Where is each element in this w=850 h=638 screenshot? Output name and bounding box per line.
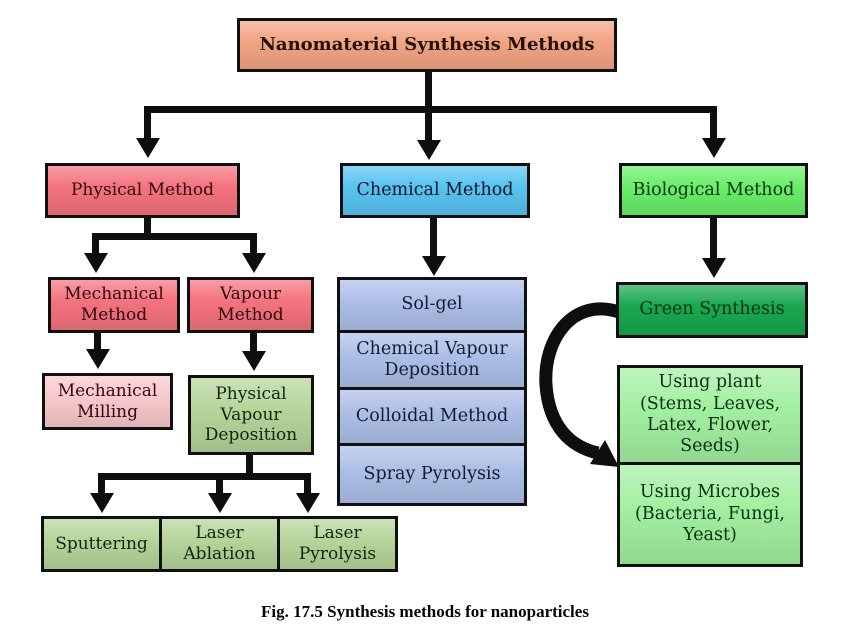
node-chemical-method: Chemical Method: [340, 163, 530, 218]
arrowhead-icon: [242, 253, 266, 273]
node-label: Physical Method: [70, 180, 214, 201]
arrowhead-icon: [90, 493, 114, 513]
node-label: Green Synthesis: [639, 299, 785, 320]
connector-line: [144, 218, 151, 235]
connector-line: [216, 473, 223, 495]
node-chemical-vapour-deposition: Chemical Vapour Deposition: [337, 330, 527, 390]
arrowhead-icon: [136, 138, 160, 158]
node-mechanical-method: Mechanical Method: [48, 277, 180, 333]
connector-line: [250, 233, 257, 255]
connector-line: [710, 106, 717, 140]
arrowhead-icon: [296, 493, 320, 513]
connector-line: [304, 473, 311, 495]
curved-arrow: [539, 302, 622, 467]
arrowhead-icon: [417, 140, 441, 160]
node-label: Mechanical Method: [64, 284, 164, 325]
connector-line: [98, 473, 105, 495]
connector-line: [144, 106, 151, 140]
connector-line: [710, 218, 717, 260]
node-biological-method: Biological Method: [619, 163, 808, 218]
node-label: Spray Pyrolysis: [363, 463, 501, 484]
node-sol-gel: Sol-gel: [337, 277, 527, 333]
node-using-microbes: Using Microbes (Bacteria, Fungi, Yeast): [617, 462, 803, 567]
node-label: Sputtering: [55, 533, 148, 554]
arrowhead-icon: [422, 256, 446, 276]
arrowhead-icon: [702, 138, 726, 158]
node-label: Chemical Method: [356, 179, 514, 200]
connector-line: [430, 218, 437, 258]
arrowhead-icon: [84, 253, 108, 273]
node-label: Laser Pyrolysis: [298, 523, 377, 564]
node-label: Chemical Vapour Deposition: [356, 338, 508, 380]
arrowhead-icon: [242, 351, 266, 371]
connector-line: [246, 455, 253, 475]
node-label: Physical Vapour Deposition: [204, 383, 298, 446]
node-label: Sol-gel: [401, 294, 463, 315]
connector-line: [250, 333, 257, 353]
node-label: Biological Method: [632, 179, 795, 200]
node-colloidal-method: Colloidal Method: [337, 387, 527, 446]
connector-line: [92, 233, 99, 255]
figure-caption: Fig. 17.5 Synthesis methods for nanopart…: [261, 602, 589, 621]
node-label: Nanomaterial Synthesis Methods: [259, 34, 595, 56]
node-physical-vapour-deposition: Physical Vapour Deposition: [188, 375, 314, 455]
node-physical-method: Physical Method: [45, 163, 240, 218]
arrowhead-icon: [208, 493, 232, 513]
node-label: Using Microbes (Bacteria, Fungi, Yeast): [635, 482, 785, 546]
node-vapour-method: Vapour Method: [187, 277, 314, 333]
node-using-plant: Using plant (Stems, Leaves, Latex, Flowe…: [617, 365, 803, 465]
node-mechanical-milling: Mechanical Milling: [42, 373, 173, 430]
node-label: Vapour Method: [217, 284, 284, 325]
node-nanomaterial-synthesis-methods: Nanomaterial Synthesis Methods: [237, 18, 617, 72]
node-spray-pyrolysis: Spray Pyrolysis: [337, 443, 527, 506]
node-label: Mechanical Milling: [57, 380, 158, 422]
connector-line: [98, 473, 311, 480]
node-label: Using plant (Stems, Leaves, Latex, Flowe…: [639, 372, 781, 457]
connector-line: [92, 233, 257, 240]
node-label: Colloidal Method: [355, 405, 509, 426]
connector-line: [94, 333, 101, 351]
node-label: Laser Ablation: [183, 523, 256, 564]
node-green-synthesis: Green Synthesis: [616, 282, 808, 338]
node-laser-pyrolysis: Laser Pyrolysis: [277, 516, 398, 572]
connector-line: [144, 106, 717, 113]
node-laser-ablation: Laser Ablation: [159, 516, 280, 572]
arrowhead-icon: [86, 349, 110, 369]
node-sputtering: Sputtering: [41, 516, 162, 572]
arrowhead-icon: [702, 258, 726, 278]
